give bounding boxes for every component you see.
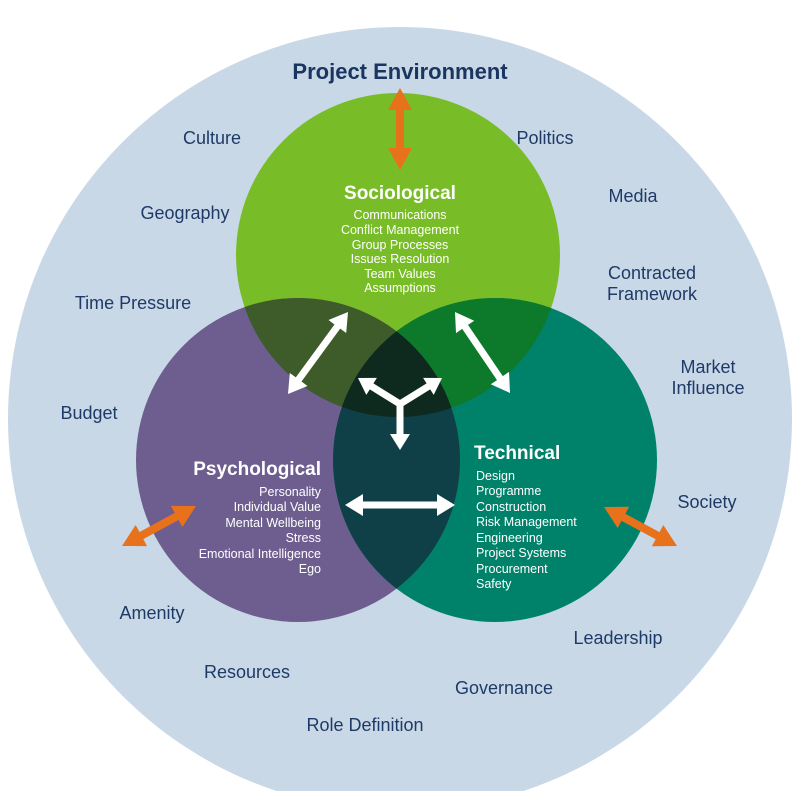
psychological-item: Individual Value xyxy=(234,500,321,514)
sociological-item: Group Processes xyxy=(352,238,449,252)
sociological-item: Issues Resolution xyxy=(351,252,450,266)
white-double-arrow-sociological-technical xyxy=(455,312,510,393)
psychological-title: Psychological xyxy=(193,459,321,480)
sociological-item: Assumptions xyxy=(364,281,436,295)
factor-contracted-framework-line1: Contracted xyxy=(608,263,696,283)
technical-item: Risk Management xyxy=(476,515,577,529)
factor-society: Society xyxy=(677,492,736,512)
technical-title: Technical xyxy=(474,443,560,464)
orange-double-arrow-left xyxy=(122,505,196,547)
technical-item: Design xyxy=(476,469,515,483)
factor-market-influence-line2: Influence xyxy=(671,378,744,398)
factor-media: Media xyxy=(608,186,658,206)
factor-governance: Governance xyxy=(455,678,553,698)
page-title: Project Environment xyxy=(292,59,508,84)
white-center-arrow-left xyxy=(358,377,402,407)
factor-time-pressure: Time Pressure xyxy=(75,293,191,313)
white-center-arrow-down xyxy=(390,400,410,450)
orange-double-arrow-top xyxy=(388,88,412,170)
white-double-arrow-psychological-technical xyxy=(345,494,455,516)
technical-item: Engineering xyxy=(476,531,543,545)
technical-item: Procurement xyxy=(476,562,548,576)
orange-double-arrow-right xyxy=(604,506,677,547)
factor-budget: Budget xyxy=(60,403,117,423)
factor-resources: Resources xyxy=(204,662,290,682)
factor-politics: Politics xyxy=(516,128,573,148)
sociological-item: Conflict Management xyxy=(341,223,460,237)
psychological-item: Ego xyxy=(299,562,321,576)
factor-geography: Geography xyxy=(140,203,229,223)
sociological-title: Sociological xyxy=(344,183,456,204)
white-center-arrow-right xyxy=(398,377,442,407)
sociological-item: Communications xyxy=(353,208,446,222)
factor-leadership: Leadership xyxy=(573,628,662,648)
center-overlap xyxy=(333,298,460,417)
technical-item: Project Systems xyxy=(476,546,566,560)
factor-role-definition: Role Definition xyxy=(306,715,423,735)
technical-item: Programme xyxy=(476,484,541,498)
psychological-item: Personality xyxy=(259,485,322,499)
psychological-item: Emotional Intelligence xyxy=(199,547,321,561)
factor-amenity: Amenity xyxy=(119,603,184,623)
sociological-item: Team Values xyxy=(364,267,435,281)
white-double-arrow-sociological-psychological xyxy=(288,312,348,394)
factor-market-influence-line1: Market xyxy=(680,357,735,377)
psychological-item: Stress xyxy=(286,531,321,545)
factor-culture: Culture xyxy=(183,128,241,148)
technical-item: Construction xyxy=(476,500,546,514)
psychological-item: Mental Wellbeing xyxy=(225,516,321,530)
factor-contracted-framework-line2: Framework xyxy=(607,284,698,304)
technical-item: Safety xyxy=(476,577,512,591)
